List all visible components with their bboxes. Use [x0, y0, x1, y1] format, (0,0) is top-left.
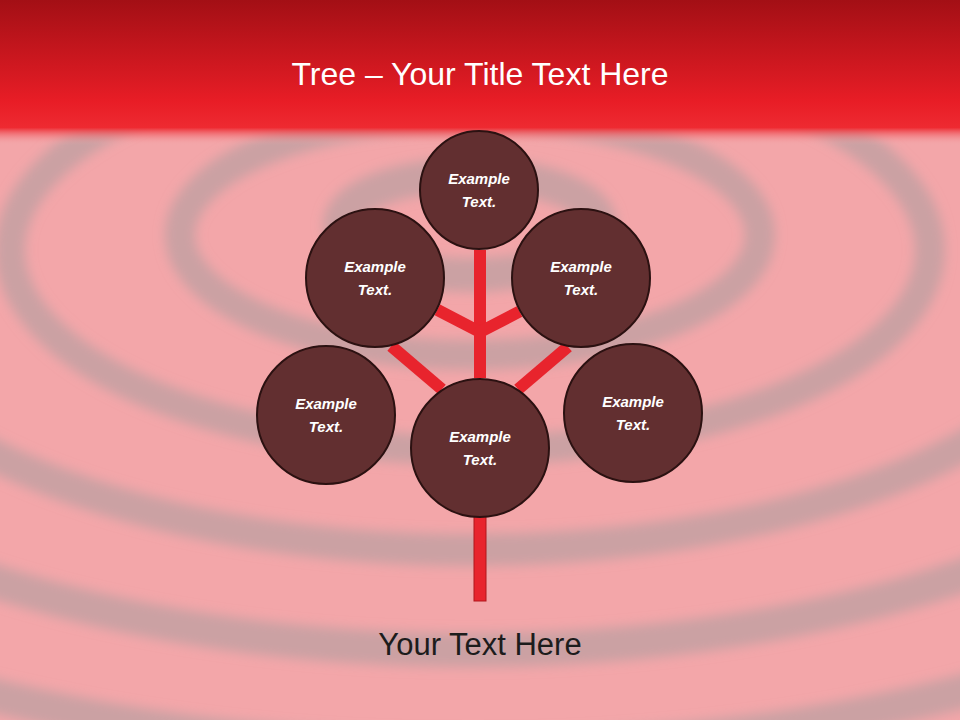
node-text: Example Text.: [333, 255, 417, 301]
node-text: Example Text.: [539, 255, 623, 301]
circle-shape: [305, 208, 445, 348]
node-text: Example Text.: [437, 167, 521, 213]
circle-node: Example Text.: [419, 130, 539, 250]
node-text: Example Text.: [284, 392, 368, 438]
circle-outline: [564, 344, 702, 482]
circle-content: Example Text.: [419, 130, 539, 250]
slide-title: Tree – Your Title Text Here: [0, 52, 960, 96]
circle-node: Example Text.: [410, 378, 550, 518]
circle-outline: [420, 131, 538, 249]
tree-branch: [480, 311, 520, 378]
circle-shape: [256, 345, 396, 485]
circle-shape: [419, 130, 539, 250]
circle-content: Example Text.: [511, 208, 651, 348]
circle-node: Example Text.: [256, 345, 396, 485]
circle-outline: [512, 209, 650, 347]
tree-branch: [391, 346, 442, 389]
circle-node: Example Text.: [305, 208, 445, 348]
circle-content: Example Text.: [256, 345, 396, 485]
circle-shape: [410, 378, 550, 518]
tree-branch: [437, 310, 480, 378]
circle-content: Example Text.: [305, 208, 445, 348]
header-bar: [0, 0, 960, 145]
node-text: Example Text.: [591, 390, 675, 436]
circle-outline: [411, 379, 549, 517]
tree-branch: [518, 347, 568, 390]
circle-shape: [511, 208, 651, 348]
circle-outline: [257, 346, 395, 484]
circle-node: Example Text.: [563, 343, 703, 483]
circle-shape: [563, 343, 703, 483]
node-text: Example Text.: [438, 425, 522, 471]
tree-trunk: [474, 515, 486, 601]
circle-content: Example Text.: [410, 378, 550, 518]
slide-caption: Your Text Here: [0, 624, 960, 666]
circle-content: Example Text.: [563, 343, 703, 483]
circle-outline: [306, 209, 444, 347]
circle-node: Example Text.: [511, 208, 651, 348]
